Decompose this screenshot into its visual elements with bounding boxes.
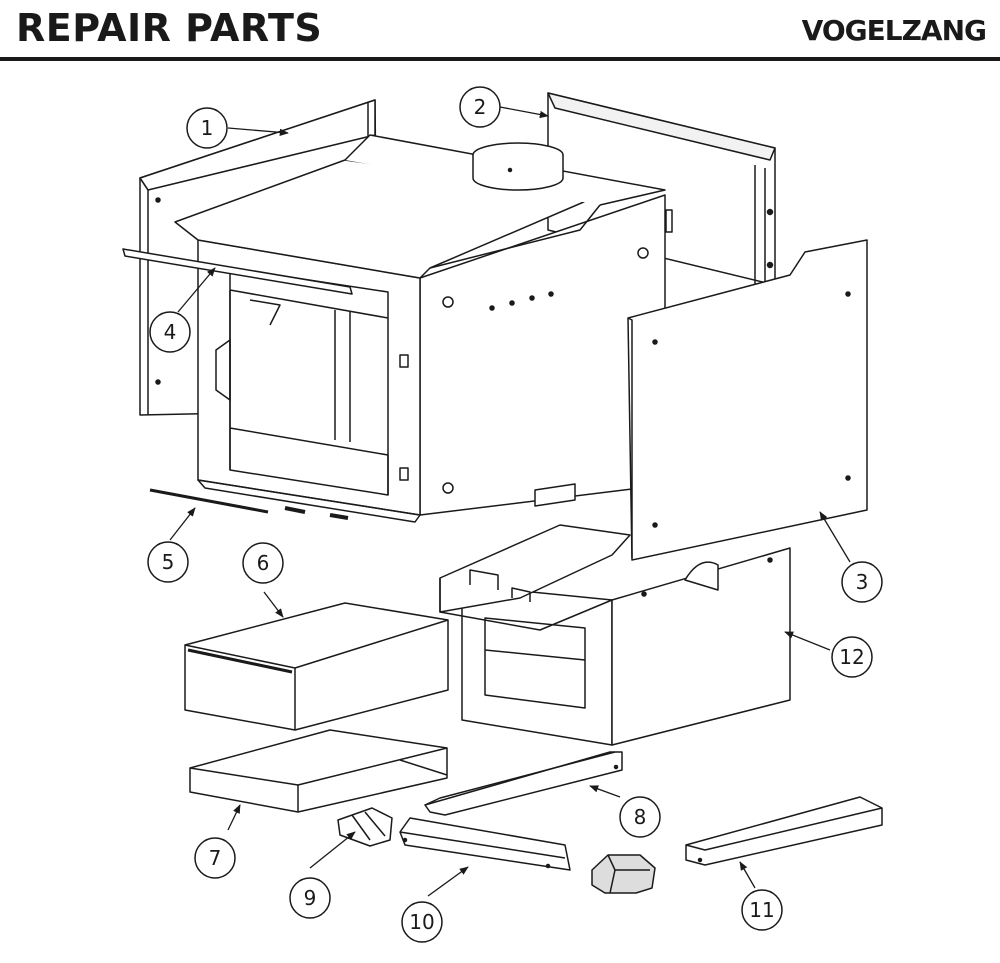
callout-4: 4 [149,311,191,353]
callout-3: 3 [841,561,883,603]
part-9-leg-bracket [337,807,393,847]
svg-text:9: 9 [304,886,317,910]
callout-8: 8 [619,796,661,838]
page-title: REPAIR PARTS [16,6,323,50]
exploded-parts-diagram: 1 2 3 4 5 6 7 8 9 10 11 12 [122,86,883,943]
callout-12: 12 [831,636,873,678]
part-12-pedestal [439,524,791,746]
svg-text:10: 10 [409,910,434,934]
part-stove-body [174,134,673,523]
svg-text:6: 6 [257,551,270,575]
svg-text:4: 4 [164,320,177,344]
callout-11: 11 [741,889,783,931]
part-6-ash-drawer [184,602,449,731]
brand-logo: VOGELZANG [801,14,987,47]
page-header: REPAIR PARTS VOGELZANG [0,0,1000,62]
svg-text:5: 5 [162,550,175,574]
leader-lines [169,106,851,897]
svg-text:12: 12 [839,645,864,669]
callout-10: 10 [401,901,443,943]
part-3-right-panel [627,239,868,561]
part-5-gasket-rod [149,488,269,514]
svg-text:7: 7 [209,846,222,870]
part-11-trim [685,796,883,866]
svg-text:8: 8 [634,805,647,829]
svg-text:2: 2 [474,95,487,119]
svg-text:11: 11 [749,898,774,922]
callout-5: 5 [147,541,189,583]
callout-6: 6 [242,542,284,584]
callout-7: 7 [194,837,236,879]
bolt-icon [442,247,649,494]
part-foot-cap [591,854,656,894]
callout-9: 9 [289,877,331,919]
callout-2: 2 [459,86,501,128]
header-divider [0,57,1000,61]
part-8-trim [424,751,623,816]
part-4-rod [122,248,353,295]
svg-text:1: 1 [201,116,214,140]
part-10-trim [399,817,571,871]
callout-1: 1 [186,107,228,149]
svg-text:3: 3 [856,570,869,594]
part-7-ash-tray [189,729,448,813]
